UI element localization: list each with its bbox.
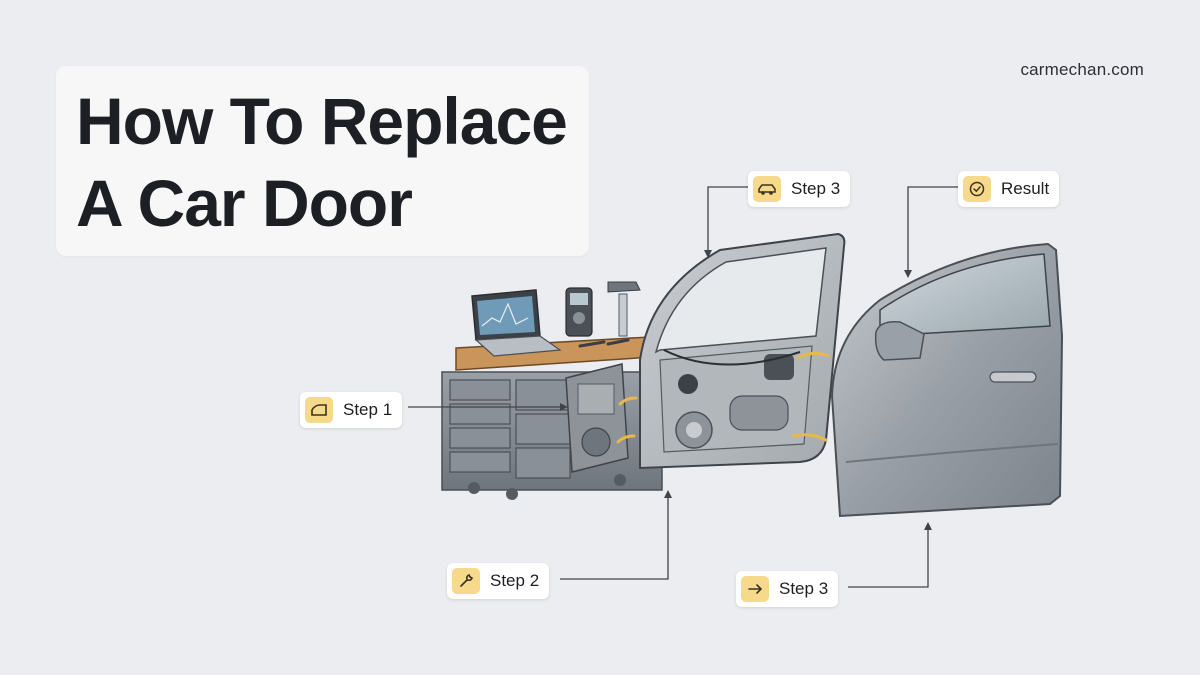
door-icon (305, 397, 333, 423)
door-panel-module (565, 363, 629, 473)
door-frame-inner (639, 232, 846, 470)
workbench (441, 335, 669, 500)
callout-step-1: Step 1 (300, 392, 403, 428)
car-icon (753, 176, 781, 202)
finished-door (830, 242, 1064, 518)
callout-step-3-bottom: Step 3 (736, 571, 839, 607)
site-url: carmechan.com (1020, 60, 1144, 79)
callout-connectors (408, 186, 958, 588)
callout-step-3-top-label: Step 3 (791, 179, 841, 198)
callout-step-3-bottom-label: Step 3 (779, 579, 829, 598)
callout-step-1-label: Step 1 (343, 400, 393, 419)
arrow-right-icon (741, 576, 769, 602)
multimeter-icon (565, 287, 593, 337)
page-title-line-2: A Car Door (76, 166, 413, 240)
title-box: How To Replace A Car Door (56, 66, 589, 256)
insert-arrows (616, 351, 830, 444)
hammer-icon (607, 281, 641, 337)
callout-result-label: Result (1001, 179, 1050, 198)
laptop-icon (471, 289, 562, 357)
callout-step-2-label: Step 2 (490, 571, 540, 590)
wrench-icon (452, 568, 480, 594)
screwdriver-icon (578, 338, 630, 348)
callout-result: Result (958, 171, 1060, 207)
page-title-line-1: How To Replace (76, 84, 568, 158)
callout-step-2: Step 2 (447, 563, 550, 599)
check-circle-icon (963, 176, 991, 202)
callout-step-3-top: Step 3 (748, 171, 851, 207)
